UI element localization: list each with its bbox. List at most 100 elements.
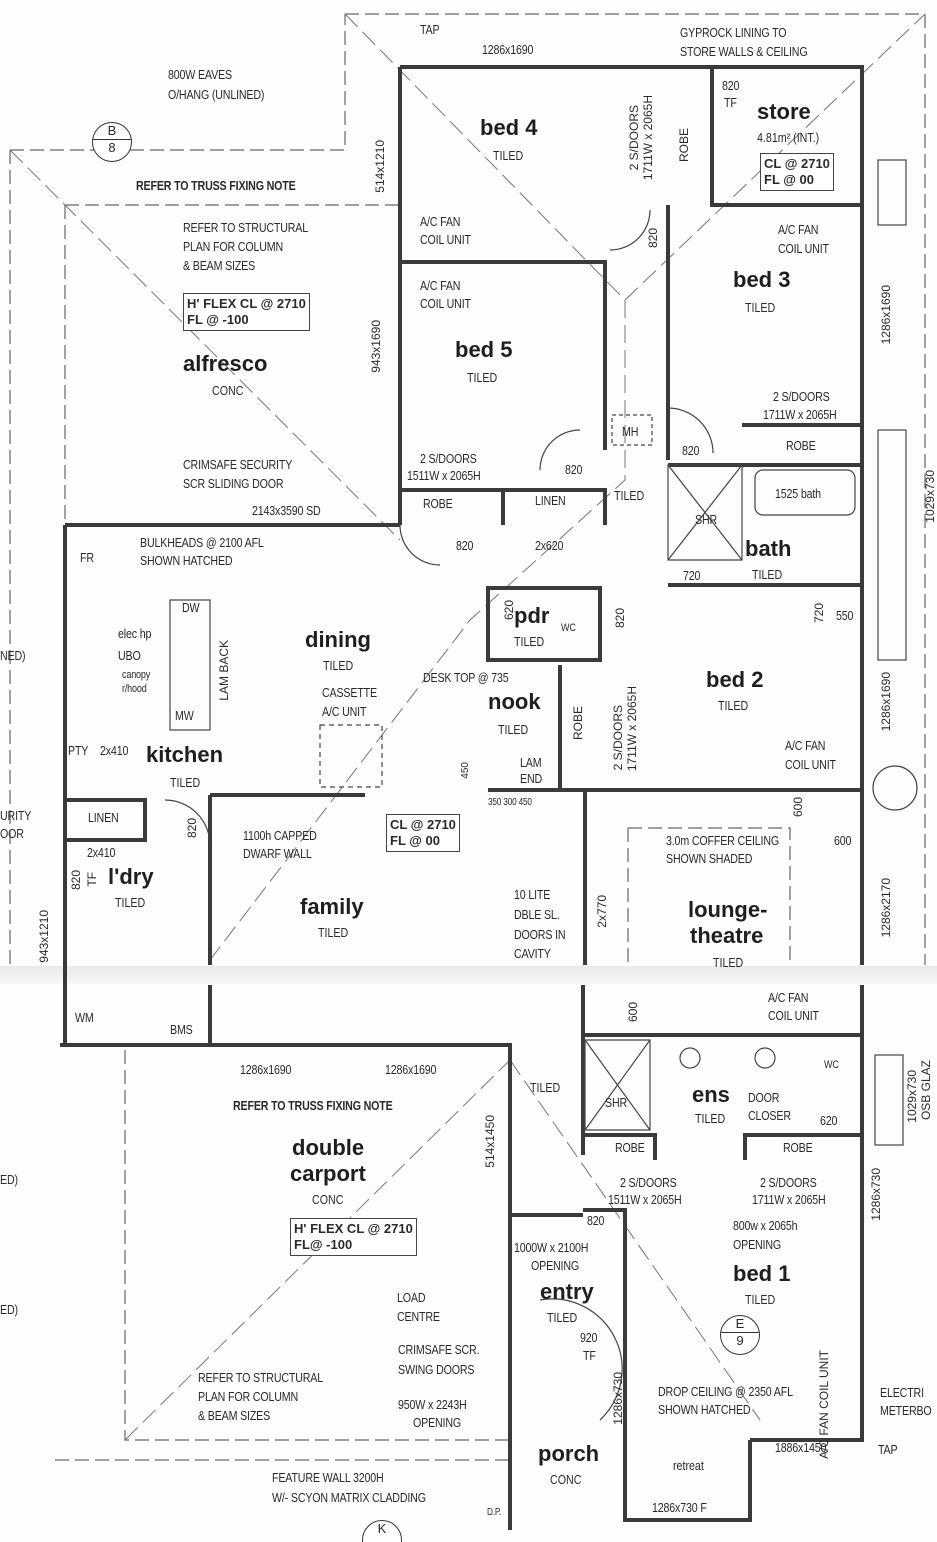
note-eaves-2: O/HANG (UNLINED) [168, 87, 265, 102]
room-lounge-finish: TILED [713, 955, 744, 970]
room-family: family [300, 894, 364, 919]
lam-end-1: LAM [520, 755, 542, 770]
washing-machine-label: WM [75, 1010, 94, 1025]
acfan-bed5-1: A/C FAN [420, 278, 461, 293]
ceiling-level: CL @ 2710 [390, 817, 456, 832]
wall-bed5 [400, 260, 607, 450]
room-bed5-finish: TILED [467, 370, 498, 385]
wall-top-right [400, 65, 864, 965]
marker-number: 8 [108, 140, 116, 155]
note-structural-cp-2: PLAN FOR COLUMN [198, 1389, 299, 1404]
canopy-label: canopy [122, 669, 151, 681]
wall-store [710, 67, 862, 207]
dim-600-v: 600 [791, 797, 805, 818]
note-security-cut-1: URITY [0, 808, 32, 823]
door-820-dining: 820 [456, 538, 474, 553]
note-dwarf-1: 1100h CAPPED [243, 828, 317, 843]
basin-2 [754, 1047, 776, 1069]
wall-robe-ens1 [583, 1133, 657, 1160]
window-laundry: 943x1210 [37, 910, 51, 963]
door-720-bath: 720 [683, 568, 701, 583]
window-lounge: 1286x2170 [879, 878, 893, 938]
room-retreat: retreat [673, 1458, 704, 1473]
window-514x1450: 514x1450 [483, 1115, 497, 1168]
note-truss-carport: REFER TO TRUSS FIXING NOTE [233, 1098, 393, 1113]
sdoor-bed4-2: 1711W x 2065H [641, 95, 655, 181]
note-structural-cp-1: REFER TO STRUCTURAL [198, 1370, 324, 1385]
marker-letter: B [93, 123, 131, 140]
bms-label: BMS [170, 1022, 193, 1037]
room-bed4-finish: TILED [493, 148, 524, 163]
door-2x620: 2x620 [535, 538, 564, 553]
room-porch-finish: CONC [550, 1472, 582, 1487]
door-closer-1: DOOR [748, 1090, 780, 1105]
window-ens: 1029x730 [905, 1070, 919, 1123]
note-lite-4: CAVITY [514, 946, 551, 961]
note-lite-3: DOORS IN [514, 927, 566, 942]
note-crimsafe-swing-1: CRIMSAFE SCR. [398, 1342, 480, 1357]
room-bath: bath [745, 536, 792, 561]
room-carport-line1: double [292, 1135, 365, 1160]
room-porch: porch [538, 1441, 600, 1466]
door-620-ens: 620 [820, 1113, 838, 1128]
window-514x1210: 514x1210 [373, 140, 387, 193]
window-943x1690: 943x1690 [369, 320, 383, 373]
acfan-bed3-1: A/C FAN [778, 222, 819, 237]
bath-tub-outline [754, 469, 856, 516]
wall-retreat [623, 1440, 752, 1522]
roof-hip-bed1 [509, 1059, 761, 1421]
room-ens-hall-finish: TILED [530, 1080, 561, 1095]
note-load-centre-1: LOAD [397, 1290, 426, 1305]
marker-letter: E [721, 1316, 759, 1333]
note-meter-2: METERBO [880, 1403, 932, 1418]
acfan-bed2-1: A/C FAN [785, 738, 826, 753]
elec-hotplate-label: elec hp [118, 626, 152, 641]
window-frame-1 [877, 159, 907, 226]
note-desk-top: DESK TOP @ 735 [423, 670, 509, 685]
acfan-bed1: A/C FAN COIL UNIT [817, 1350, 831, 1459]
note-ned-cut: NED) [0, 648, 26, 663]
wall-robe-ens2 [743, 1133, 862, 1160]
window-frame-3 [874, 1054, 904, 1146]
window-1886: 1886x1450 [775, 1440, 827, 1455]
door-2x770: 2x770 [595, 895, 609, 928]
fridge-label: FR [80, 550, 94, 565]
window-carport-1: 1286x1690 [240, 1062, 292, 1077]
room-alfresco-finish: CONC [212, 383, 244, 398]
acfan-bed4-1: A/C FAN [420, 214, 461, 229]
room-bed3-finish: TILED [745, 300, 776, 315]
room-nook: nook [488, 689, 541, 714]
door-820-bed5: 820 [565, 462, 583, 477]
room-pdr-finish: TILED [514, 634, 545, 649]
scan-seam [0, 966, 937, 984]
window-bath: 1029x730 [923, 470, 937, 523]
room-lounge-line2: theatre [690, 923, 764, 948]
robe-bed4: ROBE [677, 128, 691, 163]
marker-letter: K [377, 1521, 387, 1536]
laundry-door-tf: TF [85, 872, 99, 887]
floor-level: FL @ 00 [390, 833, 441, 848]
opening-entry-2: OPENING [531, 1258, 580, 1273]
osb-glazing: OSB GLAZ [919, 1060, 933, 1121]
note-tap-top: TAP [420, 22, 440, 37]
coffer-outline [628, 827, 791, 965]
floor-level: FL@ -100 [294, 1237, 353, 1252]
note-drop-ceiling-1: DROP CEILING @ 2350 AFL [658, 1384, 793, 1399]
pantry-door: 2x410 [100, 743, 129, 758]
robe-bed5: ROBE [423, 496, 453, 511]
room-nook-finish: TILED [498, 722, 529, 737]
laundry-door-820: 820 [69, 870, 83, 891]
room-bed5: bed 5 [455, 337, 513, 362]
room-bed3: bed 3 [733, 267, 791, 292]
linen-hall: LINEN [535, 493, 566, 508]
robe-ens-2: ROBE [783, 1140, 813, 1155]
sdoor-ens1-1: 2 S/DOORS [620, 1175, 677, 1190]
room-pdr: pdr [514, 603, 550, 628]
ceiling-level: H' FLEX CL @ 2710 [294, 1221, 413, 1236]
rangehood-label: r/hood [122, 683, 147, 695]
window-bed2: 1286x1690 [879, 672, 893, 732]
note-ed-cut-1: ED) [0, 1172, 18, 1187]
